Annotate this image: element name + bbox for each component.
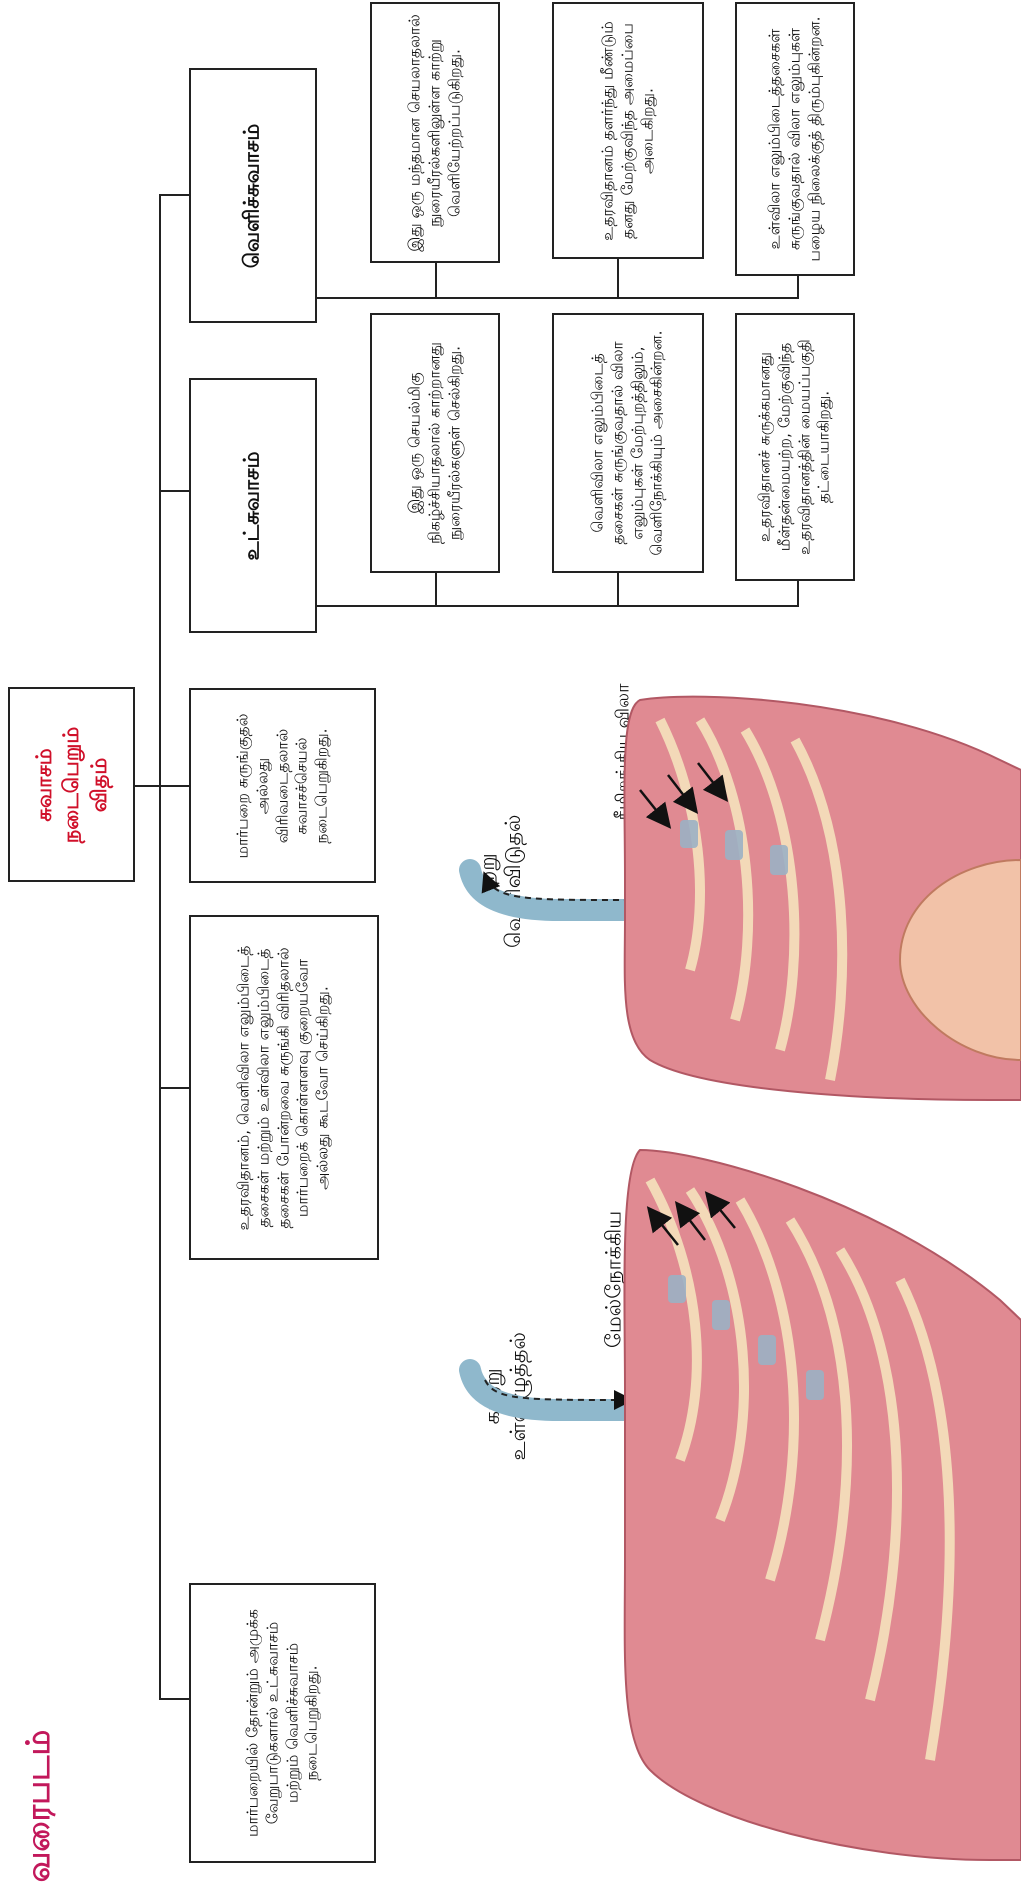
root-title: சுவாசம் நடைபெறும் விதம் [31, 700, 113, 870]
exhale-ribs-label: கீழிறங்கிய விலா எலும்புகள் [613, 678, 658, 828]
connector-exh-3 [797, 275, 799, 299]
connector-to-box3 [159, 785, 189, 787]
connector-inh-3 [797, 580, 799, 607]
top-box-1: மார்பறையில் தோன்றும் அமுக்க வேறுபாடுகளால… [189, 1583, 376, 1863]
connector-inh-1 [435, 572, 437, 607]
connector-exhalation-bus [317, 297, 799, 299]
top-box-3-text: மார்பறை சுருங்குதல் அல்லது விரிவடைதலால் … [233, 698, 332, 873]
exhalation-box-1: இது ஒரு மந்தமான செயலாதலால் நுரையீரல்களில… [370, 2, 500, 263]
exhalation-box-1-text: இது ஒரு மந்தமான செயலாதலால் நுரையீரல்களில… [405, 13, 464, 253]
connector-inhalation-bus [317, 605, 799, 607]
inhale-ribs-label: மேல்நோக்கிய விலா எலும்புகள் [601, 1199, 680, 1359]
inhalation-box-3-text: உதரவிதானச் சுருக்கமானது மீள்தன்மையற்ற, ம… [755, 321, 834, 573]
inhalation-box-2: வெளிவிலா எலும்பிடைத் தசைகள் சுருங்குவதால… [552, 313, 704, 573]
inhalation-box-1-text: இது ஒரு செயல்மிகு நிகழ்ச்சியாதலால் காற்ற… [405, 325, 464, 561]
connector-main-spine [159, 194, 161, 1699]
connector-exh-1 [435, 262, 437, 299]
inhalation-box-2-text: வெளிவிலா எலும்பிடைத் தசைகள் சுருங்குவதால… [588, 323, 667, 563]
page-title: வரைபடம் [19, 1716, 61, 1896]
top-box-1-text: மார்பறையில் தோன்றும் அமுக்க வேறுபாடுகளால… [243, 1598, 322, 1848]
inhalation-box-3: உதரவிதானச் சுருக்கமானது மீள்தன்மையற்ற, ம… [735, 313, 855, 581]
inhalation-box-1: இது ஒரு செயல்மிகு நிகழ்ச்சியாதலால் காற்ற… [370, 313, 500, 573]
connector-to-exhalation [159, 194, 189, 196]
inhalation-title: உட்சுவாசம் [240, 451, 267, 560]
connector-root-stem [133, 785, 161, 787]
top-box-2-text: உதரவிதானம், வெளிவிலா எலும்பிடைத் தசைகள் … [234, 929, 333, 1247]
root-box: சுவாசம் நடைபெறும் விதம் [8, 687, 135, 882]
connector-inh-2 [617, 572, 619, 607]
top-box-2: உதரவிதானம், வெளிவிலா எலும்பிடைத் தசைகள் … [189, 915, 379, 1260]
inhale-air-label: காற்று உள்ளிழுத்தல் [479, 1311, 532, 1481]
exhalation-box-2: உதரவிதானம் தளர்ந்து மீண்டும் தனது மேற்கு… [552, 2, 704, 259]
inhalation-box: உட்சுவாசம் [189, 378, 317, 633]
connector-to-box2 [159, 1087, 189, 1089]
connector-to-box1 [159, 1698, 189, 1700]
exhalation-rib-cage [470, 697, 1021, 1100]
exhalation-box-2-text: உதரவிதானம் தளர்ந்து மீண்டும் தனது மேற்கு… [598, 13, 657, 249]
top-box-3: மார்பறை சுருங்குதல் அல்லது விரிவடைதலால் … [189, 688, 376, 883]
connector-to-inhalation [159, 490, 189, 492]
exhale-air-label: காற்று வெளிவிடுதல் [474, 801, 527, 961]
exhalation-box: வெளிச்சுவாசம் [189, 68, 317, 323]
exhalation-box-3: உள்விலா எலும்பிடைத்தசைகள் சுருங்குவதால் … [735, 2, 855, 276]
connector-exh-2 [617, 258, 619, 299]
exhalation-box-3-text: உள்விலா எலும்பிடைத்தசைகள் சுருங்குவதால் … [765, 10, 824, 268]
exhalation-title: வெளிச்சுவாசம் [240, 123, 267, 268]
inhalation-rib-cage [470, 1150, 1021, 1860]
